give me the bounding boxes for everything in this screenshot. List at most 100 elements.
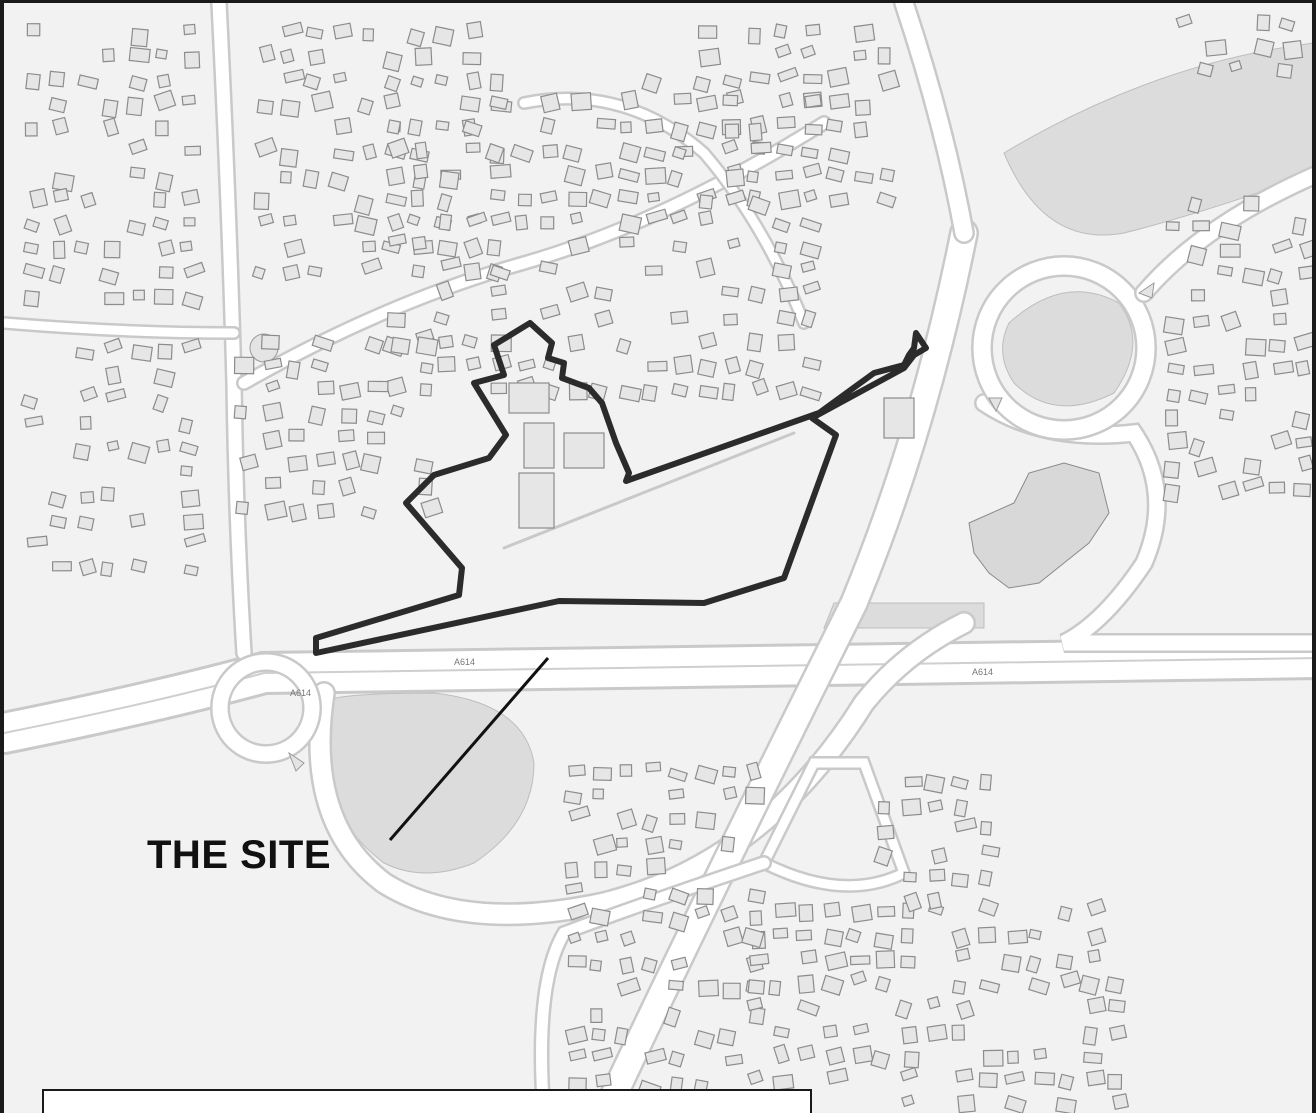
building	[256, 99, 275, 115]
building	[903, 891, 923, 913]
building	[72, 442, 91, 462]
building	[852, 1022, 870, 1036]
building	[383, 92, 401, 110]
building	[509, 143, 534, 164]
building	[567, 235, 590, 257]
building	[927, 799, 944, 813]
building	[262, 429, 283, 451]
building	[158, 266, 174, 279]
building	[720, 905, 739, 923]
building	[875, 950, 896, 969]
building	[127, 441, 151, 465]
building	[432, 25, 455, 47]
building	[129, 512, 146, 528]
building	[667, 767, 688, 783]
building	[51, 116, 70, 136]
building	[1298, 265, 1312, 280]
building	[773, 1025, 791, 1039]
building	[438, 334, 454, 350]
building	[698, 384, 719, 400]
building	[722, 982, 741, 1000]
building	[778, 189, 802, 211]
building	[100, 561, 114, 578]
building	[695, 121, 717, 140]
building	[311, 479, 326, 496]
building	[1082, 1026, 1098, 1046]
building	[725, 189, 747, 206]
building	[926, 995, 941, 1010]
building	[20, 394, 39, 410]
industrial-area	[1003, 42, 1312, 236]
building	[981, 844, 1001, 858]
building	[48, 96, 68, 114]
building	[1193, 456, 1218, 478]
building	[302, 169, 320, 190]
building	[616, 977, 642, 997]
site-boundary[interactable]	[313, 320, 929, 656]
building	[951, 979, 967, 995]
building	[696, 887, 715, 906]
building	[257, 212, 275, 227]
building	[155, 438, 171, 454]
building	[155, 171, 174, 193]
building	[22, 262, 46, 280]
building	[366, 431, 386, 445]
ordnance-map[interactable]: A614 A614 A614	[4, 3, 1316, 1113]
building	[979, 820, 993, 836]
building	[435, 120, 450, 132]
building	[900, 955, 916, 969]
building	[777, 333, 796, 352]
building	[385, 166, 406, 187]
building	[824, 928, 845, 948]
building	[465, 356, 482, 371]
building	[47, 491, 67, 509]
building	[332, 71, 348, 84]
building	[279, 99, 301, 118]
building	[1218, 408, 1235, 421]
building	[746, 332, 764, 353]
building	[305, 26, 324, 40]
building	[129, 166, 146, 180]
building	[1192, 220, 1210, 232]
building	[362, 240, 377, 253]
building	[332, 212, 354, 227]
building	[1291, 216, 1307, 236]
building	[644, 118, 664, 134]
building	[1243, 195, 1260, 212]
building	[799, 386, 823, 402]
building	[183, 217, 196, 227]
building	[100, 486, 116, 502]
building	[645, 208, 669, 225]
building	[722, 926, 744, 948]
building	[180, 489, 201, 509]
building	[804, 93, 823, 109]
east-roundabout	[973, 257, 1155, 439]
building	[1190, 289, 1206, 302]
roundabout-island	[1002, 291, 1134, 407]
building	[1025, 955, 1042, 974]
building	[726, 237, 741, 250]
building	[436, 239, 458, 258]
building	[466, 71, 482, 91]
building	[923, 773, 946, 794]
building	[128, 74, 148, 92]
building	[777, 66, 799, 83]
building	[748, 122, 763, 142]
building	[795, 929, 813, 942]
building	[436, 193, 453, 213]
building	[744, 786, 766, 805]
building	[697, 979, 720, 998]
building	[979, 773, 993, 791]
building	[589, 959, 603, 972]
building	[721, 138, 739, 155]
building	[957, 1094, 976, 1113]
building	[1193, 363, 1215, 377]
building	[103, 240, 121, 259]
building	[805, 23, 821, 37]
building	[105, 387, 127, 403]
building	[802, 280, 822, 295]
building	[568, 1048, 587, 1062]
building	[360, 505, 377, 520]
building	[642, 887, 658, 901]
building	[772, 1073, 795, 1091]
